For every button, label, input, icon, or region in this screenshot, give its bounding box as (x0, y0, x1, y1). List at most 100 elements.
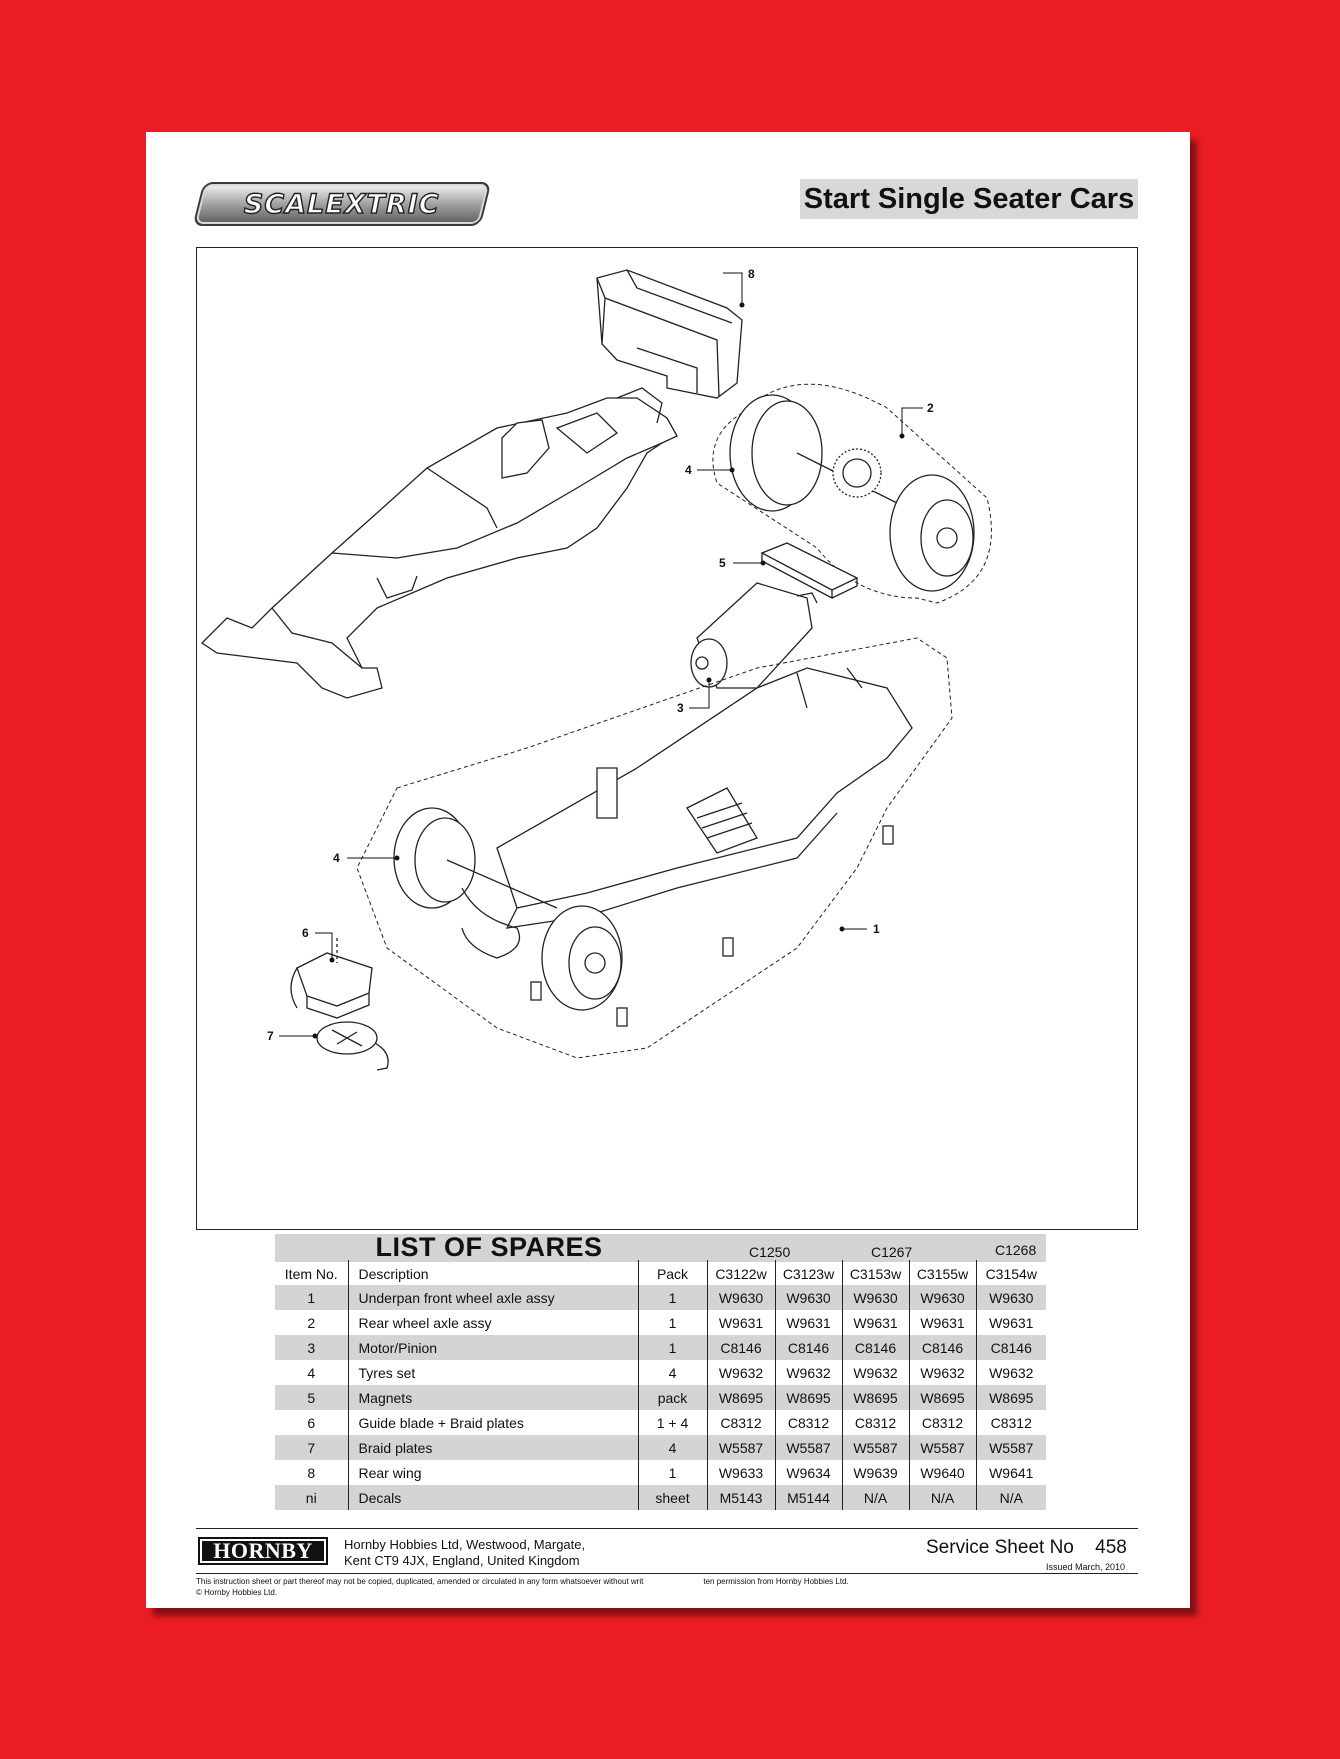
footer-divider-top (196, 1528, 1138, 1529)
group-label-c1267: C1267 (871, 1244, 913, 1260)
table-cell: N/A (975, 1485, 1046, 1510)
magnet-drawing (760, 542, 859, 600)
group-label-c1268: C1268 (995, 1242, 1037, 1258)
legal-notice: This instruction sheet or part thereof m… (196, 1577, 849, 1586)
table-cell: W9631 (908, 1310, 976, 1335)
table-cell: C8312 (908, 1410, 976, 1435)
legal-notice-part-1: This instruction sheet or part thereof m… (196, 1577, 644, 1586)
table-cell: C8312 (706, 1410, 775, 1435)
table-cell: pack (637, 1385, 707, 1410)
table-cell: Tyres set (347, 1360, 638, 1385)
table-cell: 1 (637, 1310, 707, 1335)
callout-2: 2 (927, 401, 934, 415)
table-cell: W9631 (975, 1310, 1046, 1335)
table-cell: C8146 (908, 1335, 976, 1360)
column-header: C3123w (774, 1260, 842, 1285)
table-cell: W5587 (908, 1435, 976, 1460)
table-cell: C8146 (975, 1335, 1046, 1360)
table-cell: sheet (637, 1485, 707, 1510)
table-cell: Decals (347, 1485, 638, 1510)
table-cell: N/A (841, 1485, 909, 1510)
table-cell: W9631 (706, 1310, 775, 1335)
callout-4-front: 4 (333, 851, 340, 865)
table-cell: W9631 (774, 1310, 842, 1335)
callout-5: 5 (719, 556, 726, 570)
table-cell: W8695 (774, 1385, 842, 1410)
table-cell: C8146 (841, 1335, 909, 1360)
table-cell: C8312 (975, 1410, 1046, 1435)
table-cell: C8146 (774, 1335, 842, 1360)
table-cell: C8312 (841, 1410, 909, 1435)
column-header: Item No. (284, 1266, 338, 1282)
screws-drawing (530, 825, 894, 1027)
callout-1: 1 (873, 922, 880, 936)
footer-divider-bottom (196, 1573, 1138, 1574)
table-cell: W9630 (908, 1285, 976, 1310)
callout-3: 3 (677, 701, 684, 715)
table-cell: W5587 (975, 1435, 1046, 1460)
front-wheels-drawing (393, 807, 623, 1011)
table-cell: W9634 (774, 1460, 842, 1485)
table-cell: 4 (637, 1360, 707, 1385)
service-sheet: SCALEXTRIC Start Single Seater Cars (146, 132, 1190, 1608)
braid-plates-drawing (316, 1021, 389, 1071)
table-cell: Rear wheel axle assy (347, 1310, 638, 1335)
table-cell: Rear wing (347, 1460, 638, 1485)
table-cell: 2 (307, 1314, 316, 1331)
table-cell: W9632 (774, 1360, 842, 1385)
table-cell: W8695 (975, 1385, 1046, 1410)
table-cell: C8146 (706, 1335, 775, 1360)
table-cell: 4 (307, 1364, 316, 1381)
callout-6: 6 (302, 926, 309, 940)
callout-7: 7 (267, 1029, 274, 1043)
table-cell: W9630 (975, 1285, 1046, 1310)
table-cell: W8695 (908, 1385, 976, 1410)
table-cell: W5587 (841, 1435, 909, 1460)
column-header: C3122w (706, 1260, 775, 1285)
table-cell: 7 (275, 1435, 348, 1460)
table-cell: W9641 (975, 1460, 1046, 1485)
issued-date: Issued March, 2010 (1046, 1562, 1126, 1572)
table-cell: 3 (275, 1335, 348, 1360)
column-header: C3154w (975, 1260, 1046, 1285)
address-line-2: Kent CT9 4JX, England, United Kingdom (344, 1553, 580, 1568)
table-cell: M5144 (774, 1485, 842, 1510)
hornby-logo: HORNBY (198, 1537, 328, 1565)
table-cell: 8 (307, 1464, 316, 1481)
table-cell: N/A (908, 1485, 976, 1510)
table-cell: ni (275, 1485, 348, 1510)
copyright: © Hornby Hobbies Ltd. (196, 1588, 278, 1597)
table-cell: W9639 (841, 1460, 909, 1485)
motor-drawing (690, 582, 818, 689)
table-cell: 5 (275, 1385, 348, 1410)
rear-axle-drawing (712, 383, 992, 604)
legal-notice-part-2: ten permission from Hornby Hobbies Ltd. (703, 1577, 849, 1586)
page-title: Start Single Seater Cars (800, 179, 1138, 219)
table-cell: W5587 (706, 1435, 775, 1460)
table-cell: W9632 (908, 1360, 976, 1385)
table-cell: 1 (275, 1285, 348, 1310)
table-cell: 6 (307, 1414, 316, 1431)
guide-blade-drawing (290, 938, 373, 1019)
callout-8: 8 (748, 267, 755, 281)
table-cell: C8312 (774, 1410, 842, 1435)
group-label-c1250: C1250 (749, 1244, 791, 1260)
service-sheet-number: Service Sheet No 458 (926, 1537, 1127, 1559)
table-cell: W9640 (908, 1460, 976, 1485)
table-cell: M5143 (706, 1485, 775, 1510)
table-cell: W5587 (774, 1435, 842, 1460)
scalextric-logo: SCALEXTRIC (192, 182, 492, 226)
table-cell: W9632 (706, 1360, 775, 1385)
table-cell: Braid plates (347, 1435, 638, 1460)
spares-header-row: Item No. Description Pack C3122w C3123w … (275, 1260, 1046, 1285)
column-header: Pack (637, 1260, 707, 1285)
table-cell: W9632 (975, 1360, 1046, 1385)
table-cell: 1 + 4 (637, 1410, 707, 1435)
